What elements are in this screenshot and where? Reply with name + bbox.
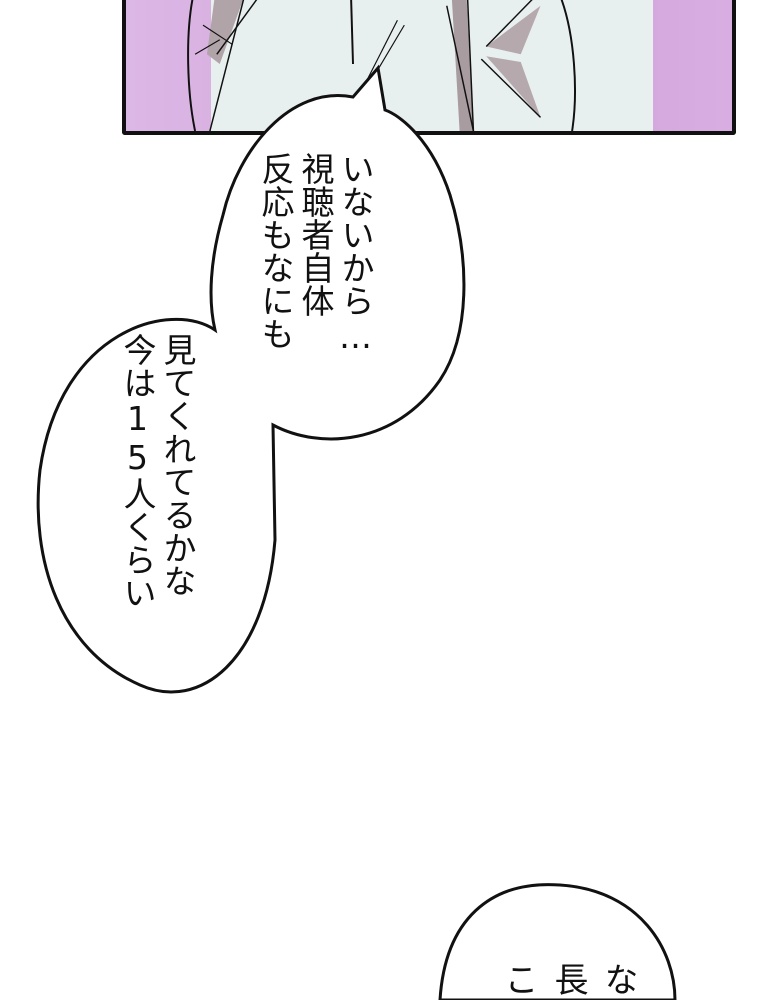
text-line: 見てくれてるかな bbox=[158, 333, 197, 597]
text-line: 反応もなにも bbox=[256, 152, 295, 350]
speech-bubble-top bbox=[36, 64, 466, 694]
speech-bubble-bottom bbox=[438, 883, 677, 1000]
speech-text-bottom: な 長 こ bbox=[493, 962, 643, 996]
speech-text-top: いないから… 視聴者自体 反応もなにも bbox=[255, 152, 375, 356]
text-line: な bbox=[598, 962, 638, 996]
text-line: 視聴者自体 bbox=[296, 152, 335, 317]
text-line: 長 bbox=[548, 962, 588, 996]
text-line: いないから… bbox=[336, 152, 375, 356]
text-line: こ bbox=[498, 962, 538, 996]
text-line: 今は15人くらい bbox=[118, 333, 157, 609]
speech-text-middle: 見てくれてるかな 今は15人くらい bbox=[117, 333, 197, 609]
